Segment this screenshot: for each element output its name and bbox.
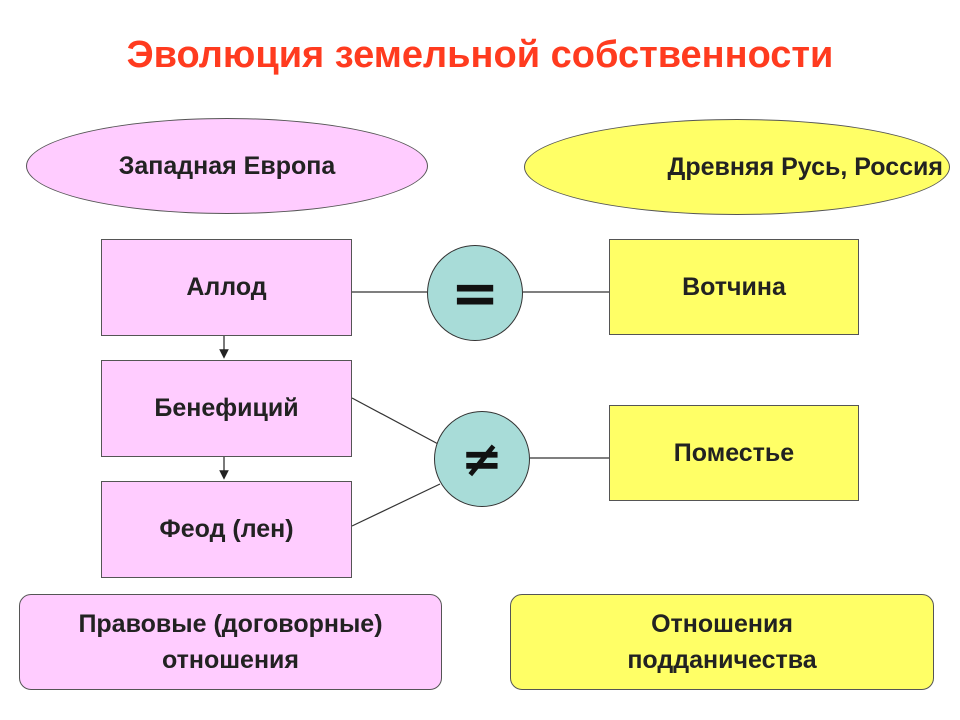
west-relations-line2: отношения: [161, 646, 300, 674]
allod-box: Аллод: [101, 239, 352, 336]
rus-relations-box: Отношения подданичества: [510, 594, 934, 690]
pomestie-box: Поместье: [609, 405, 859, 501]
beneficium-box: Бенефиций: [101, 360, 352, 457]
pomestie-label: Поместье: [673, 438, 795, 467]
rus-label: Древняя Русь, Россия: [667, 152, 943, 181]
votchina-label: Вотчина: [682, 272, 786, 301]
allod-label: Аллод: [186, 273, 267, 301]
line-beneficium-notequal: [351, 397, 441, 446]
rus-relations-line2: подданичества: [627, 646, 817, 674]
not-equal-circle: ≠: [434, 411, 530, 507]
west-europe-label: Западная Европа: [118, 151, 336, 180]
feud-label: Феод (лен): [159, 515, 294, 543]
west-europe-ellipse: Западная Европа: [26, 118, 428, 214]
west-relations-box: Правовые (договорные) отношения: [19, 594, 442, 690]
rus-ellipse: Древняя Русь, Россия: [524, 119, 950, 215]
equal-symbol: =: [450, 259, 500, 327]
west-relations-line1: Правовые (договорные): [78, 609, 383, 638]
rus-relations-line1: Отношения: [651, 609, 793, 638]
votchina-box: Вотчина: [609, 239, 859, 335]
line-feud-notequal: [351, 483, 441, 527]
beneficium-label: Бенефиций: [154, 394, 299, 422]
not-equal-symbol: ≠: [461, 430, 503, 488]
feud-box: Феод (лен): [101, 481, 352, 578]
equal-circle: =: [427, 245, 523, 341]
page-title: Эволюция земельной собственности: [126, 34, 834, 76]
